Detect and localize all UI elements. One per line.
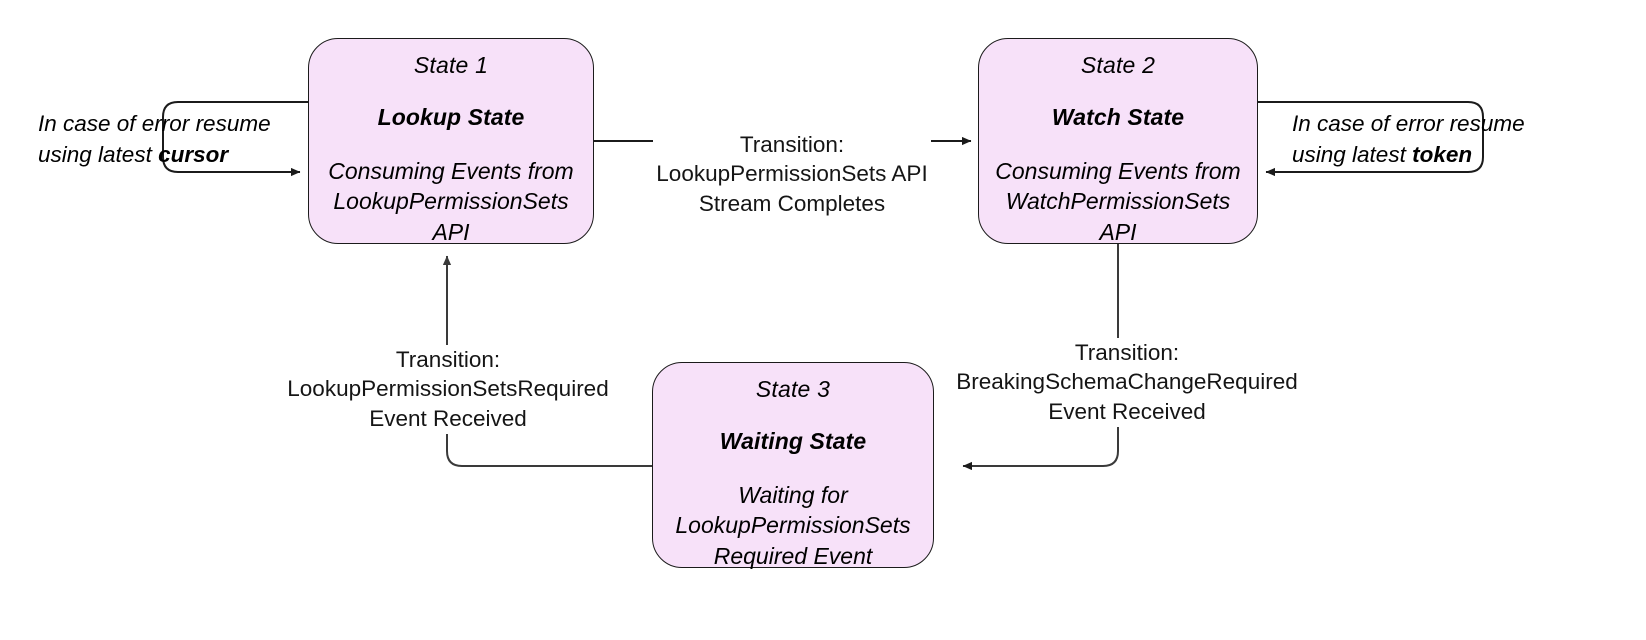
state-1-id: State 1 <box>413 52 489 78</box>
note-left-emphasis: cursor <box>158 142 229 168</box>
note-right-emphasis: token <box>1412 142 1473 168</box>
transition-label-text-2: Transition: LookupPermissionSetsRequired… <box>284 344 612 434</box>
state-2-name: Watch State <box>1051 104 1185 131</box>
note-state2-error-resume: In case of error resume using latest tok… <box>1292 108 1544 170</box>
state-box-lookup-state[interactable]: State 1 Lookup State Consuming Events fr… <box>308 38 594 245</box>
transition-label-text-1: Transition: LookupPermissionSets API Str… <box>653 129 931 219</box>
state-2-description: Consuming Events from WatchPermissionSet… <box>995 157 1241 246</box>
transition-label-text-3: Transition: BreakingSchemaChangeRequired… <box>953 337 1301 427</box>
state-1-description: Consuming Events from LookupPermissionSe… <box>328 157 574 246</box>
note-right-prefix: In case of error resume using latest <box>1292 111 1525 168</box>
transition-label-state3-to-state1: Transition: LookupPermissionSetsRequired… <box>262 315 634 434</box>
transition-label-state2-to-state3: Transition: BreakingSchemaChangeRequired… <box>940 308 1314 427</box>
edge-state2-to-state3 <box>962 244 1119 471</box>
state-3-description: Waiting for LookupPermissionSets Require… <box>675 481 911 570</box>
edge-state3-to-state1 <box>442 255 652 467</box>
transition-label-state1-to-state2: Transition: LookupPermissionSets API Str… <box>606 100 978 219</box>
state-1-name: Lookup State <box>377 104 525 131</box>
state-3-name: Waiting State <box>719 428 867 455</box>
selfloop-state2-error-resume <box>1258 101 1484 177</box>
state-2-id: State 2 <box>1080 52 1156 78</box>
note-left-prefix: In case of error resume using latest <box>38 111 271 168</box>
selfloop-state1-error-resume <box>162 101 308 177</box>
state-box-watch-state[interactable]: State 2 Watch State Consuming Events fro… <box>978 38 1258 245</box>
state-box-waiting-state[interactable]: State 3 Waiting State Waiting for Lookup… <box>652 362 934 569</box>
state-3-id: State 3 <box>755 376 831 402</box>
note-state1-error-resume: In case of error resume using latest cur… <box>38 108 288 170</box>
